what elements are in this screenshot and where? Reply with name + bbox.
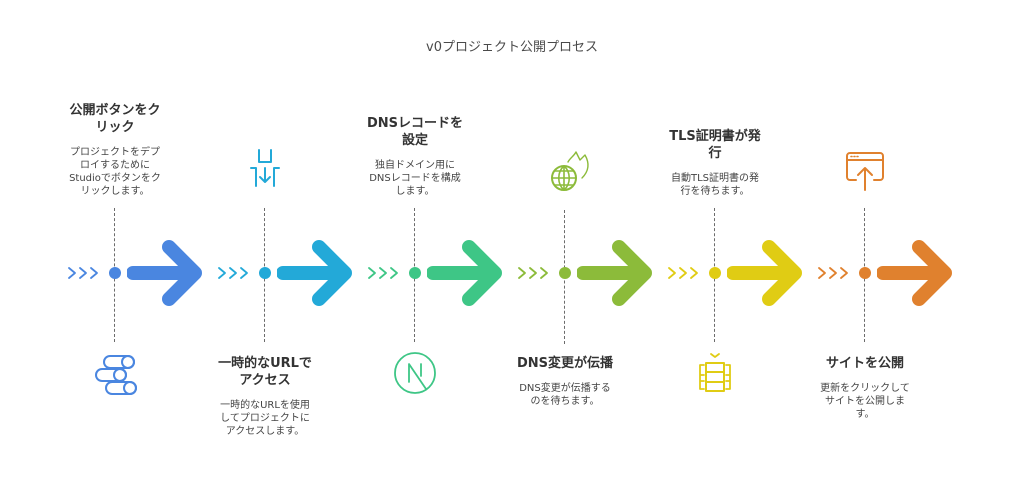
chevrons-icon bbox=[668, 267, 698, 279]
step-description-line: サイトを公開しま bbox=[825, 396, 905, 407]
step-heading: サイトを公開 bbox=[800, 355, 930, 372]
step-description-line: のを待ちます。 bbox=[530, 396, 600, 407]
step-arrow bbox=[127, 240, 202, 306]
step-heading-line: DNSレコードを bbox=[366, 116, 464, 131]
step-heading: 公開ボタンをクリック bbox=[50, 102, 180, 136]
step-description-line: 独自ドメイン用に bbox=[375, 160, 455, 171]
step-arrow bbox=[877, 240, 952, 306]
step-marker-dot bbox=[709, 267, 721, 279]
step-arrow bbox=[727, 240, 802, 306]
step-description: 一時的なURLを使用してプロジェクトにアクセスします。 bbox=[205, 399, 325, 438]
step-marker-dot bbox=[559, 267, 571, 279]
step-description-line: Studioでボタンをク bbox=[69, 173, 161, 184]
step-description: DNS変更が伝播するのを待ちます。 bbox=[505, 382, 625, 408]
step-description-line: 更新をクリックして bbox=[820, 383, 910, 394]
step-marker-dot bbox=[109, 267, 121, 279]
step-arrow bbox=[277, 240, 352, 306]
chevrons-icon bbox=[368, 267, 398, 279]
globe-flame-icon bbox=[551, 151, 589, 191]
step-heading-line: 公開ボタンをク bbox=[69, 103, 161, 118]
step-description-line: DNSレコードを構成 bbox=[369, 173, 461, 184]
chevrons-icon bbox=[518, 267, 548, 279]
step-description-line: 行を待ちます。 bbox=[680, 186, 750, 197]
step-description: プロジェクトをデプロイするために Studioでボタンをクリックします。 bbox=[55, 146, 175, 198]
step-marker-dot bbox=[409, 267, 421, 279]
step-heading-line: DNS変更が伝播 bbox=[516, 356, 614, 371]
step-description: 独自ドメイン用に DNSレコードを構成します。 bbox=[355, 159, 475, 198]
chevrons-icon bbox=[68, 267, 98, 279]
step-description-line: 一時的なURLを使用 bbox=[220, 400, 310, 411]
step-arrow bbox=[577, 240, 652, 306]
server-stack-check-icon bbox=[699, 353, 731, 392]
diagram-title: v0プロジェクト公開プロセス bbox=[426, 40, 598, 55]
step-heading-line: サイトを公開 bbox=[825, 356, 904, 371]
nextjs-logo-icon bbox=[394, 352, 436, 394]
step-description-line: ロイするために bbox=[80, 160, 150, 171]
step-heading: 一時的なURLでアクセス bbox=[200, 355, 330, 389]
step-heading-line: 一時的なURLで bbox=[218, 356, 312, 371]
step-description: 自動TLS証明書の発行を待ちます。 bbox=[655, 172, 775, 198]
step-description-line: DNS変更が伝播する bbox=[519, 383, 611, 394]
step-description-line: す。 bbox=[855, 409, 875, 420]
download-tray-icon bbox=[250, 149, 280, 187]
step-description-line: してプロジェクトに bbox=[220, 413, 310, 424]
step-arrow bbox=[427, 240, 502, 306]
step-heading-line: アクセス bbox=[239, 373, 291, 388]
step-description-line: リックします。 bbox=[80, 186, 150, 197]
step-description-line: プロジェクトをデプ bbox=[70, 147, 160, 158]
step-description-line: アクセスします。 bbox=[225, 426, 305, 437]
chevrons-icon bbox=[218, 267, 248, 279]
step-heading-line: 設定 bbox=[401, 133, 428, 148]
step-description-line: 自動TLS証明書の発 bbox=[670, 173, 760, 184]
step-description-line: します。 bbox=[395, 186, 435, 197]
step-heading: TLS証明書が発行 bbox=[650, 128, 780, 162]
step-heading-line: TLS証明書が発 bbox=[669, 129, 761, 144]
step-heading: DNS変更が伝播 bbox=[500, 355, 630, 372]
step-marker-dot bbox=[259, 267, 271, 279]
step-heading-line: 行 bbox=[708, 146, 722, 161]
chevrons-icon bbox=[818, 267, 848, 279]
step-marker-dot bbox=[859, 267, 871, 279]
step-heading-line: リック bbox=[95, 120, 135, 135]
toggle-switches-icon bbox=[95, 355, 137, 395]
browser-upload-icon bbox=[846, 152, 884, 191]
step-description: 更新をクリックしてサイトを公開します。 bbox=[805, 382, 925, 421]
step-heading: DNSレコードを設定 bbox=[350, 115, 480, 149]
